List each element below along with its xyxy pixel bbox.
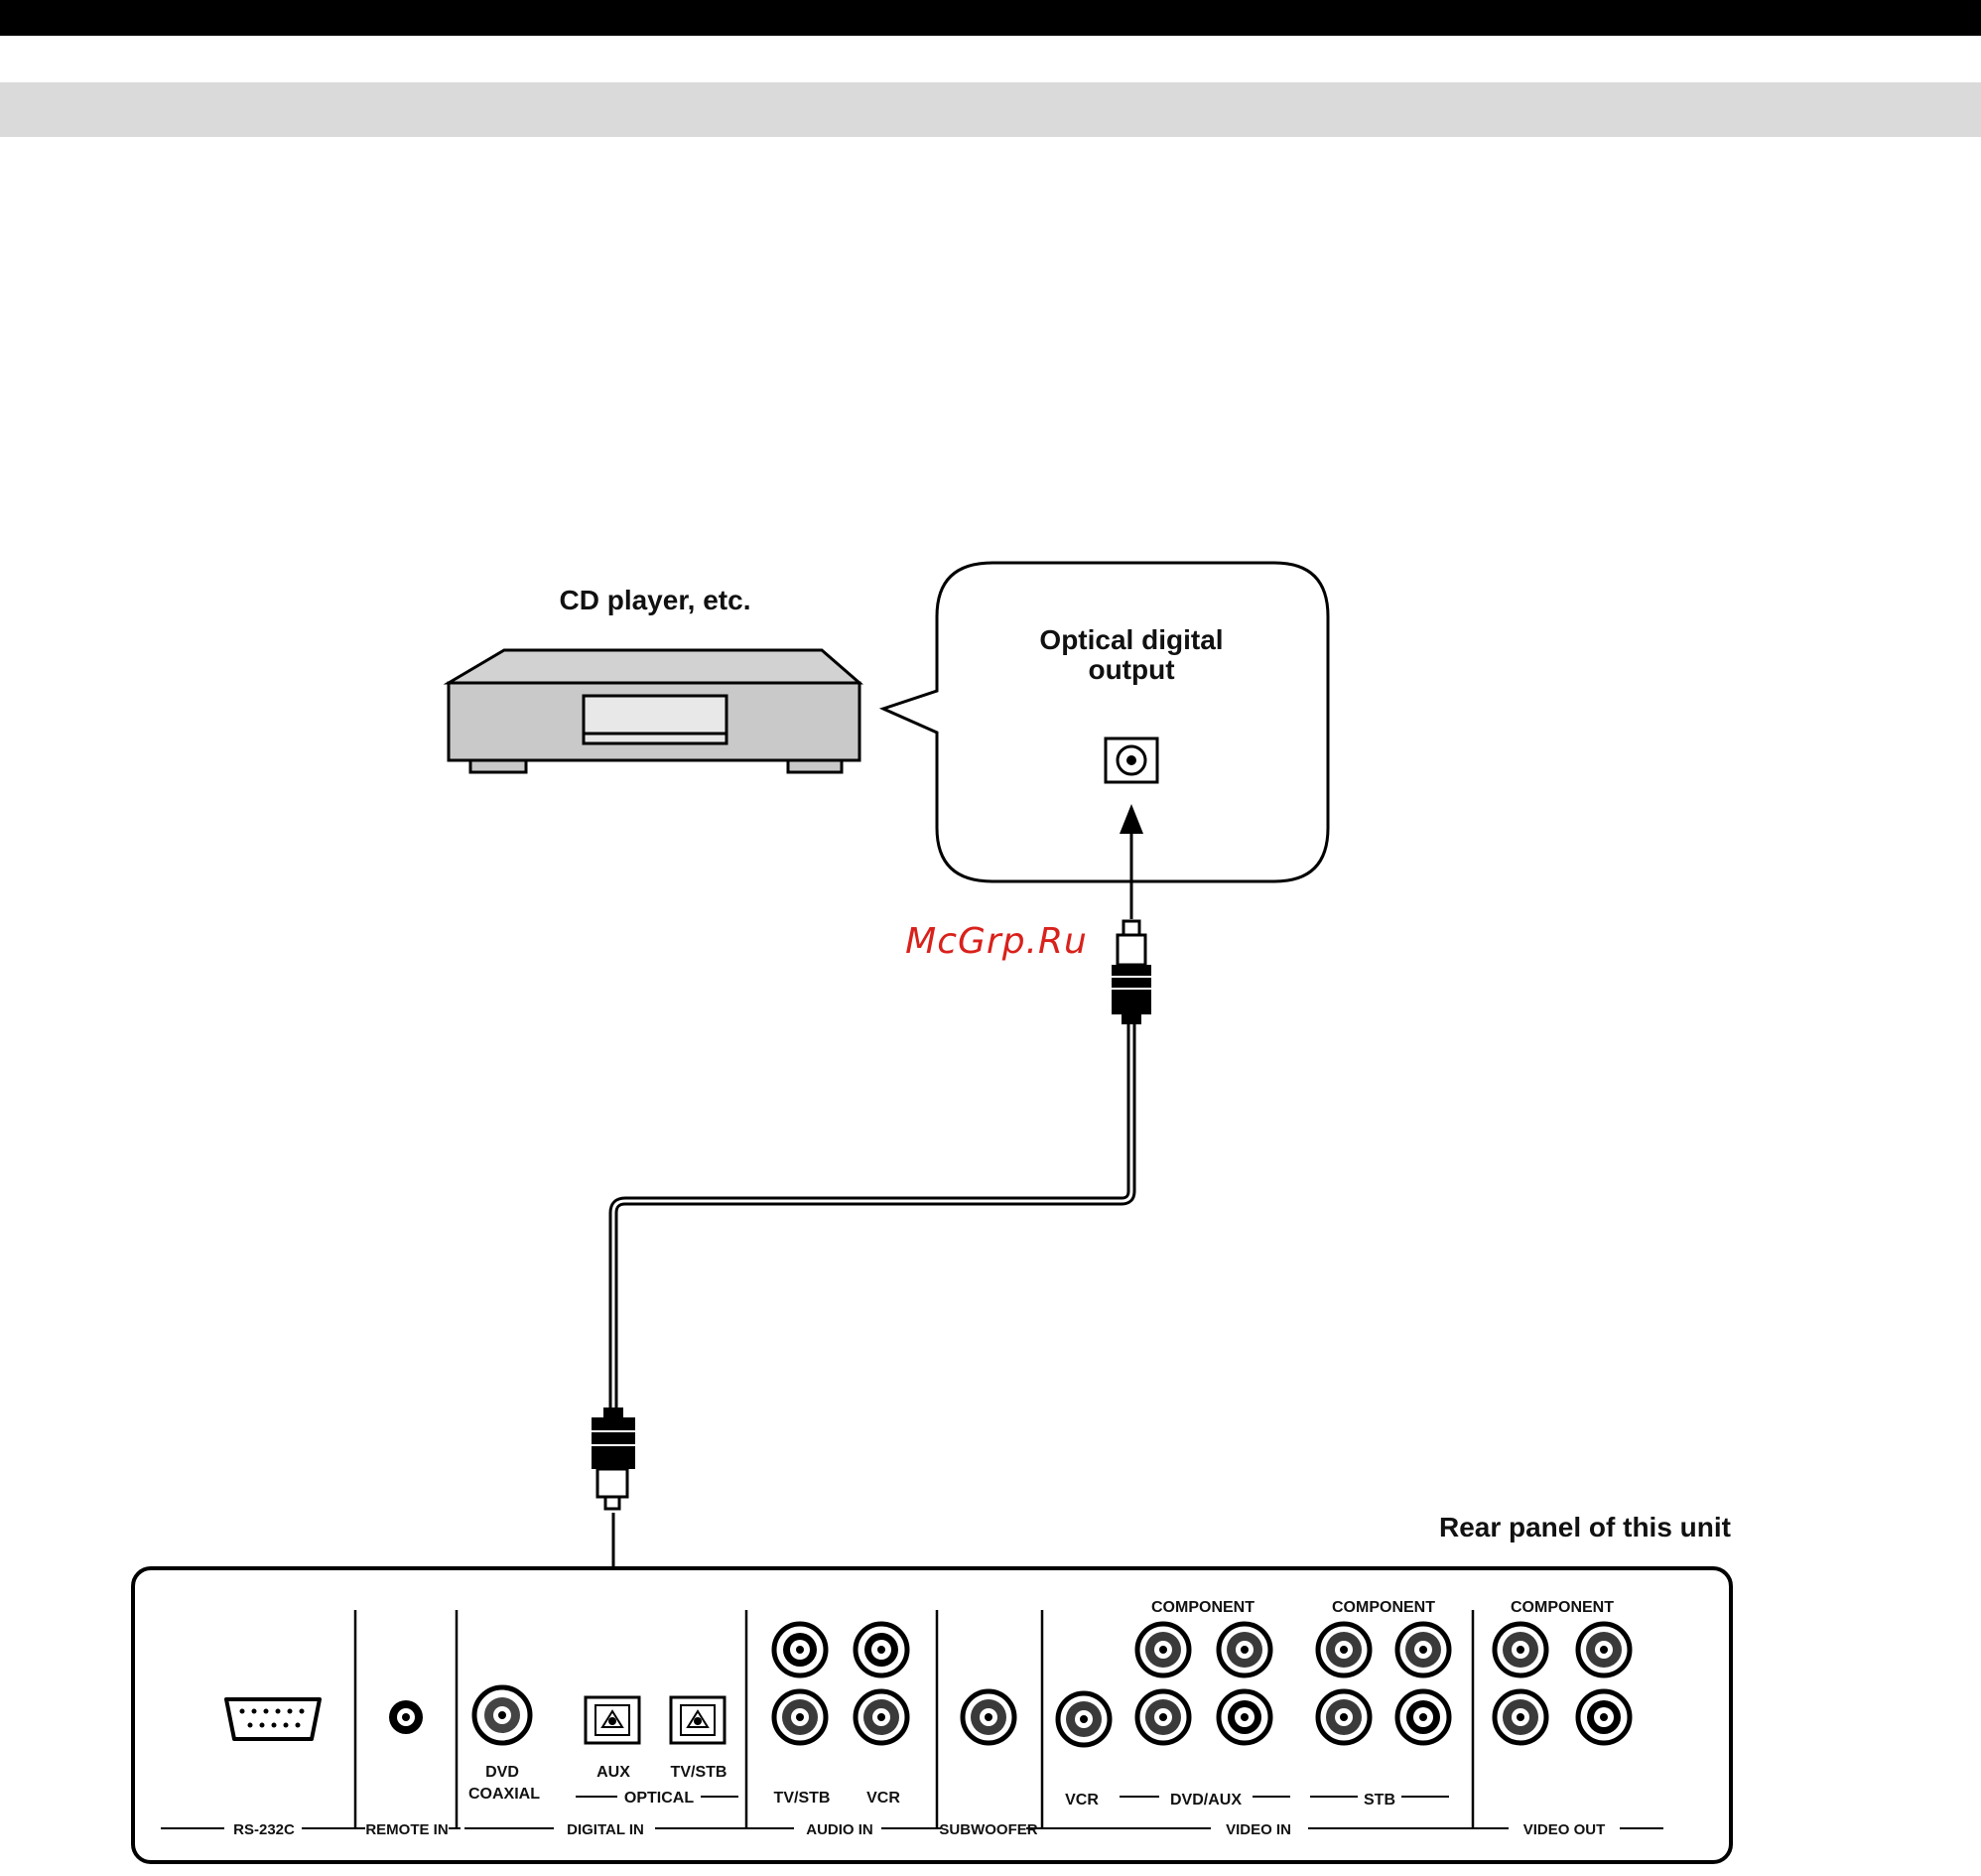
audio-in-tvstb-left-jack-icon bbox=[774, 1624, 826, 1675]
cd-player-icon bbox=[449, 650, 859, 772]
component-label-dvdaux: COMPONENT bbox=[1151, 1599, 1255, 1616]
remote-in-label: REMOTE IN bbox=[365, 1821, 448, 1838]
subwoofer-label: SUBWOOFER bbox=[939, 1821, 1037, 1838]
video-in-label: VIDEO IN bbox=[1226, 1821, 1291, 1838]
coaxial-label: COAXIAL bbox=[468, 1786, 540, 1803]
aux-optical-jack-icon bbox=[586, 1697, 639, 1743]
optical-label: OPTICAL bbox=[624, 1790, 694, 1807]
video-out-label: VIDEO OUT bbox=[1523, 1821, 1606, 1838]
tvstb-optical-label: TV/STB bbox=[671, 1764, 727, 1781]
dvdaux-video-label: DVD/AUX bbox=[1170, 1792, 1242, 1809]
optical-output-callout bbox=[883, 563, 1328, 881]
component-label-stb: COMPONENT bbox=[1332, 1599, 1435, 1616]
subwoofer-jack-icon bbox=[963, 1691, 1014, 1743]
watermark-text: McGrp.Ru bbox=[905, 921, 1088, 962]
vcr-audio-label: VCR bbox=[866, 1790, 900, 1807]
aux-label: AUX bbox=[596, 1764, 630, 1781]
video-in-vcr-jack-icon bbox=[1058, 1693, 1110, 1745]
tvstb-optical-jack-icon bbox=[671, 1697, 725, 1743]
callout-label-line1: Optical digital bbox=[1039, 624, 1223, 655]
audio-in-label: AUDIO IN bbox=[806, 1821, 873, 1838]
vcr-video-label: VCR bbox=[1065, 1792, 1099, 1809]
audio-in-vcr-left-jack-icon bbox=[856, 1624, 907, 1675]
component-label-video-out: COMPONENT bbox=[1511, 1599, 1614, 1616]
dvd-coaxial-jack-icon bbox=[474, 1687, 530, 1743]
rear-panel-title: Rear panel of this unit bbox=[1439, 1512, 1731, 1542]
callout-label-line2: output bbox=[1088, 654, 1174, 685]
rs232c-label: RS-232C bbox=[233, 1821, 295, 1838]
rear-panel bbox=[133, 1568, 1731, 1862]
stb-video-label: STB bbox=[1364, 1792, 1395, 1809]
source-device-label: CD player, etc. bbox=[560, 585, 751, 615]
tvstb-audio-label: TV/STB bbox=[774, 1790, 831, 1807]
rs232c-port-icon bbox=[226, 1699, 320, 1739]
audio-in-vcr-right-jack-icon bbox=[856, 1691, 907, 1743]
audio-in-tvstb-right-jack-icon bbox=[774, 1691, 826, 1743]
optical-output-jack-icon bbox=[1106, 738, 1157, 782]
optical-plug-top-icon bbox=[1112, 921, 1151, 1024]
optical-cable bbox=[613, 1024, 1131, 1413]
remote-in-jack-icon bbox=[389, 1700, 423, 1734]
optical-plug-bottom-icon bbox=[592, 1407, 635, 1509]
digital-in-label: DIGITAL IN bbox=[567, 1821, 644, 1838]
dvd-label: DVD bbox=[485, 1764, 519, 1781]
